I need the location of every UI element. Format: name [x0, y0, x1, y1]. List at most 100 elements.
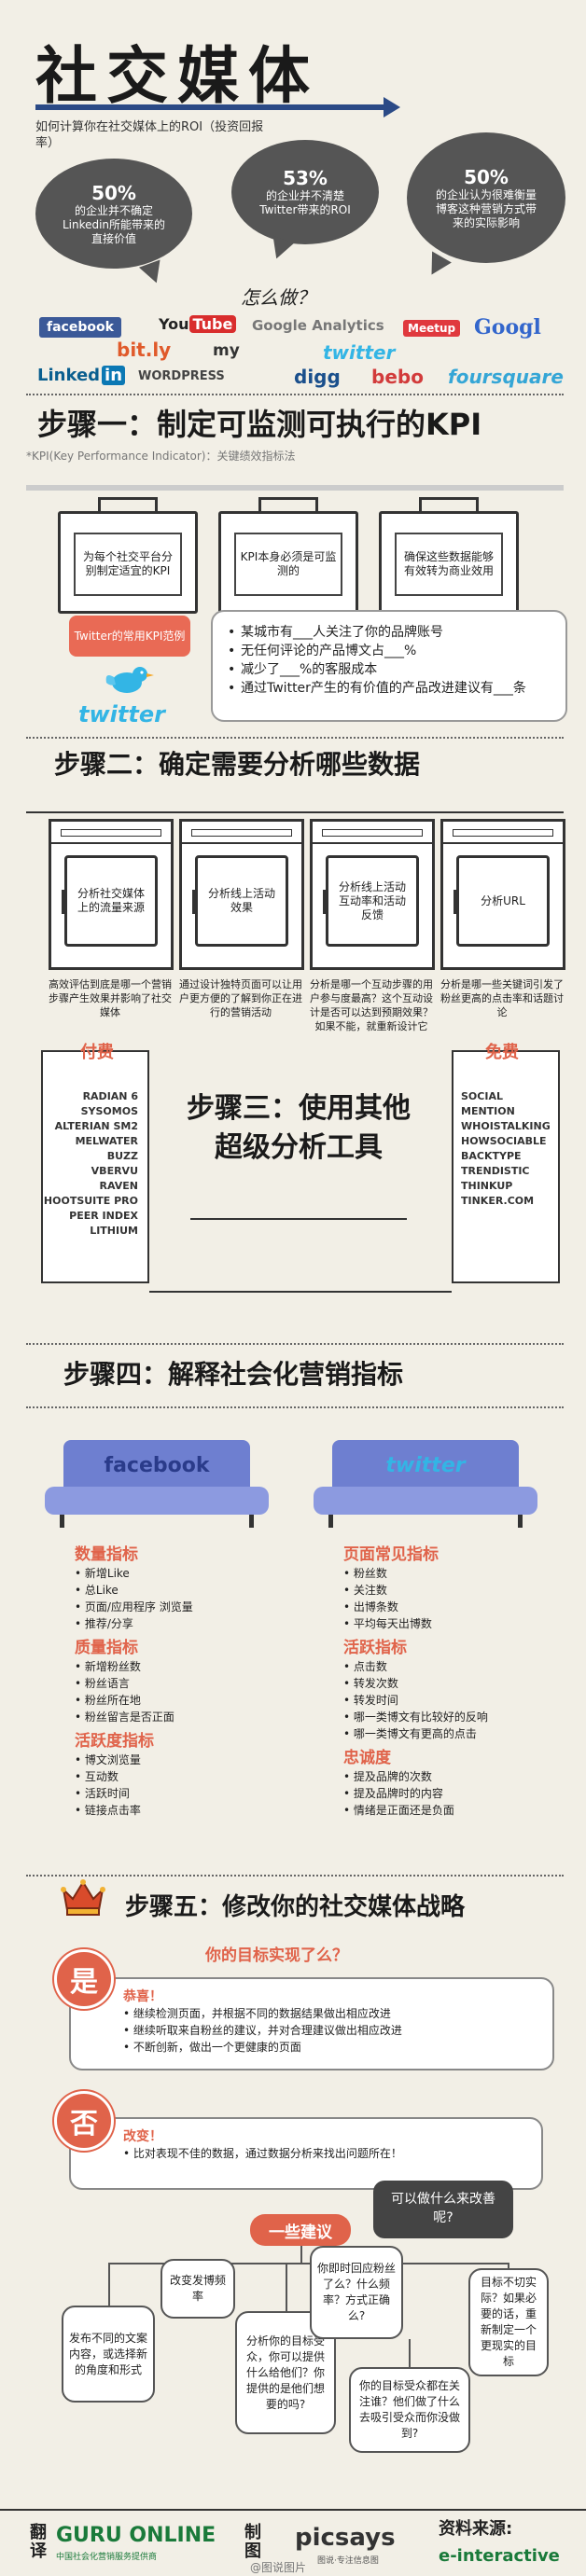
list-item: • 哪一类博文有更高的点击 [343, 1727, 477, 1740]
list-item: • 转发次数 [343, 1677, 398, 1690]
twitter-kpi-badge: Twitter的常用KPI范例 [69, 616, 190, 657]
section-divider [26, 394, 564, 395]
yes-tag: 是 [54, 1949, 114, 2009]
free-label: 免费 [485, 1043, 519, 1062]
yes-panel: 恭喜！ • 继续检测页面，并根据不同的数据结果做出相应改进 • 继续听取来自粉丝… [69, 1977, 554, 2070]
list-item: • 提及品牌的次数 [343, 1770, 432, 1783]
connector-line [300, 2246, 302, 2263]
linkedin-logo-text: Linked [37, 366, 101, 385]
stat-text: 的企业并不清楚Twitter带来的ROI [259, 189, 351, 216]
step2-title: 步骤二：确定需要分析哪些数据 [54, 749, 421, 780]
title-underline [190, 1218, 407, 1220]
list-item: • 博文浏览量 [75, 1753, 141, 1766]
list-item: • 推荐/分享 [75, 1617, 133, 1630]
list-item: • 粉丝留言是否正面 [75, 1710, 174, 1724]
google-analytics-logo: Google Analytics [252, 317, 384, 334]
no-tag: 否 [54, 2091, 114, 2151]
free-tool-list: SOCIAL MENTION WHOISTALKING HOWSOCIABLE … [461, 1089, 558, 1209]
no-panel: 改变！ • 比对表现不佳的数据，通过数据分析来找出问题所在！ [69, 2117, 543, 2190]
facebook-metrics: 数量指标 • 新增Like • 总Like • 页面/应用程序 浏览量 • 推荐… [75, 1539, 261, 1819]
paid-tool-list: RADIAN 6 SYSOMOS ALTERIAN SM2 MELWATER B… [43, 1089, 138, 1239]
washer-top [313, 822, 432, 844]
list-item: • 提及品牌时的内容 [343, 1787, 443, 1800]
list-item: • 新增粉丝数 [75, 1660, 141, 1673]
list-item: • 粉丝所在地 [75, 1694, 141, 1707]
list-item: • 继续听取来自粉丝的建议，并对合理建议做出相应改进 [123, 2024, 402, 2037]
youtube-logo-badge: Tube [188, 315, 237, 333]
kpi-monitor: 确保这些数据能够有效转为商业效用 [379, 497, 519, 614]
list-item: • 继续检测页面，并根据不同的数据结果做出相应改进 [123, 2007, 391, 2020]
free-tools-panel: 免费 SOCIAL MENTION WHOISTALKING HOWSOCIAB… [452, 1043, 560, 1283]
metric-heading: 活跃度指标 [75, 1732, 154, 1751]
list-item: • 转发时间 [343, 1694, 398, 1707]
washer-door-text: 分析URL [453, 855, 550, 947]
washer-door-text: 分析线上活动互动率和活动反馈 [323, 855, 419, 947]
list-item: 某城市有___人关注了你的品牌账号 [228, 623, 551, 642]
connector-line [508, 2263, 509, 2268]
section-divider [26, 1343, 564, 1345]
stat-bubble-blog: 50% 的企业认为很难衡量博客这种营销方式带来的实际影响 [407, 132, 565, 263]
page-title: 社交媒体 [35, 40, 319, 112]
list-item: • 新增Like [75, 1567, 130, 1580]
step3-title: 步骤三：使用其他超级分析工具 [187, 1092, 411, 1164]
room-floor [149, 1291, 452, 1293]
kpi-monitor-text: KPI本身必须是可监测的 [234, 533, 342, 596]
list-item: • 互动数 [75, 1770, 119, 1783]
kpi-monitor: 为每个社交平台分别制定适宜的KPI [58, 497, 198, 614]
guru-online-logo: GURU ONLINE [56, 2524, 216, 2547]
twitter-bird-icon [105, 667, 154, 693]
picsays-logo: picsays [295, 2524, 396, 2552]
list-item: 通过Twitter产生的有价值的产品改进建议有___条 [228, 679, 551, 698]
twitter-sofa: twitter [314, 1440, 537, 1533]
twitter-metrics: 页面常见指标 • 粉丝数 • 关注数 • 出博条数 • 平均每天出博数 活跃指标… [343, 1539, 558, 1819]
how-to-heading: 怎么做？ [241, 286, 315, 309]
source-link[interactable]: e-interactive [439, 2546, 560, 2566]
list-item: • 粉丝语言 [75, 1677, 130, 1690]
washer-top [51, 822, 171, 844]
meetup-logo: Meetup [403, 320, 461, 337]
guru-online-tagline: 中国社会化营销服务提供商 [56, 2553, 158, 2562]
tool-item: ALTERIAN SM2 [54, 1120, 138, 1132]
list-item: • 情绪是正面还是负面 [343, 1804, 454, 1817]
section-divider [26, 1406, 564, 1408]
washer-caption: 高效评估到底是哪一个营销步骤产生效果并影响了社交媒体 [49, 978, 172, 1018]
facebook-sofa-label: facebook [63, 1440, 250, 1490]
list-item: • 比对表现不佳的数据，通过数据分析来找出问题所在！ [123, 2147, 402, 2160]
made-by-label: 制图 [244, 2523, 261, 2561]
facebook-logo: facebook [39, 317, 121, 338]
tool-item: HOOTSUITE PRO [43, 1195, 138, 1207]
washer-top [443, 822, 563, 844]
washer-caption: 分析是哪一些关键词引发了粉丝更高的点击率和话题讨论 [440, 978, 564, 1018]
tool-item: BACKTYPE [461, 1150, 522, 1162]
title-arrow [35, 97, 400, 118]
stat-bubble-linkedin: 50% 的企业并不确定Linkedin所能带来的直接价值 [35, 159, 192, 269]
tool-item: HOWSOCIABLE [461, 1135, 547, 1147]
washer-caption: 通过设计独特页面可以让用户更方便的了解到你正在进行的营销活动 [179, 978, 302, 1018]
stat-percent: 50% [91, 181, 136, 204]
washer: 分析URL [440, 819, 565, 970]
step5-title: 步骤五：修改你的社交媒体战略 [125, 1893, 466, 1921]
wordpress-logo: WORDPRESS [138, 369, 225, 383]
connector-line [108, 2263, 110, 2306]
connector-line [286, 2263, 287, 2311]
list-item: 减少了___%的客服成本 [228, 660, 551, 679]
facebook-sofa: facebook [45, 1440, 269, 1533]
paid-tools-panel: 付费 RADIAN 6 SYSOMOS ALTERIAN SM2 MELWATE… [41, 1043, 149, 1283]
google-logo: Googl [474, 315, 541, 339]
twitter-sofa-label: twitter [332, 1440, 519, 1490]
washer: 分析社交媒体上的流量来源 [49, 819, 174, 970]
list-item: • 平均每天出博数 [343, 1617, 432, 1630]
tool-item: TRENDISTIC [461, 1165, 530, 1177]
kpi-examples: 某城市有___人关注了你的品牌账号 无任何评论的产品博文占___% 减少了___… [211, 610, 567, 722]
list-item: • 页面/应用程序 浏览量 [75, 1600, 193, 1613]
stat-text: 的企业认为很难衡量博客这种营销方式带来的实际影响 [435, 187, 537, 229]
list-item: • 活跃时间 [75, 1787, 130, 1800]
tips-tag: 一些建议 [250, 2214, 351, 2246]
tip-card: 你即时回应粉丝了么？什么频率？方式正确么? [310, 2246, 403, 2339]
list-item: • 总Like [75, 1584, 119, 1597]
kpi-monitor: KPI本身必须是可监测的 [218, 497, 358, 614]
washer: 分析线上活动互动率和活动反馈 [310, 819, 435, 970]
footer: 翻译 GURU ONLINE 中国社会化营销服务提供商 制图 picsays 图… [0, 2509, 586, 2576]
